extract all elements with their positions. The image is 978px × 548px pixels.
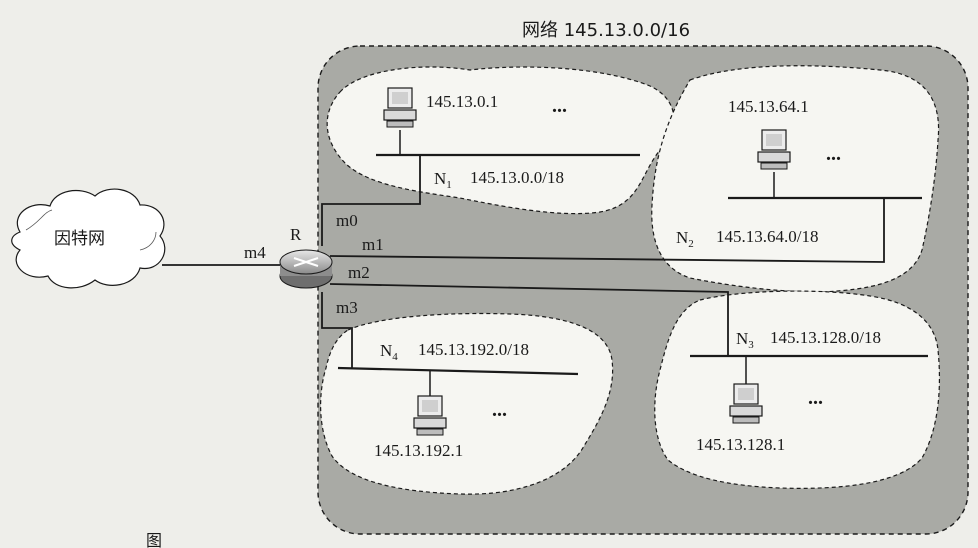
subnet-n1-ellipsis: ... <box>552 95 567 117</box>
link-m2 <box>329 283 729 356</box>
computer-icon <box>729 383 763 424</box>
computer-icon <box>413 395 447 436</box>
network-label: 网络 145.13.0.0/16 <box>522 20 690 41</box>
subnet-n1-label: N1 <box>434 169 452 191</box>
subnet-n3-ellipsis: ... <box>808 387 823 409</box>
router-label: R <box>290 225 302 244</box>
subnet-n3-host-ip: 145.13.128.1 <box>696 435 785 454</box>
figure-caption-fragment: 图 <box>146 531 162 548</box>
internet-label: 因特网 <box>54 229 105 249</box>
subnet-n3-prefix: 145.13.128.0/18 <box>770 328 881 347</box>
subnet-n4-region <box>320 312 614 495</box>
subnet-n2-host-ip: 145.13.64.1 <box>728 97 809 116</box>
link-m0 <box>321 155 421 246</box>
link-m3 <box>321 292 353 368</box>
subnet-n4-host-ip: 145.13.192.1 <box>374 441 463 460</box>
interface-m4-label: m4 <box>244 243 266 262</box>
subnet-n2-region <box>651 65 940 293</box>
interface-m1-label: m1 <box>362 235 384 254</box>
subnet-n1-region <box>326 66 675 215</box>
interface-m3-label: m3 <box>336 298 358 317</box>
computer-icon <box>757 129 791 170</box>
subnet-n3-label: N3 <box>736 329 754 351</box>
router-icon <box>279 249 333 289</box>
subnet-n3-region <box>654 290 941 489</box>
subnet-n2-ellipsis: ... <box>826 143 841 165</box>
link-m1 <box>329 198 885 263</box>
subnet-n2-label: N2 <box>676 228 694 250</box>
subnet-n1-host-ip: 145.13.0.1 <box>426 92 498 111</box>
subnet-n4-prefix: 145.13.192.0/18 <box>418 340 529 359</box>
interface-m0-label: m0 <box>336 211 358 230</box>
subnet-n1-prefix: 145.13.0.0/18 <box>470 168 564 187</box>
internet-cloud: 因特网 <box>11 188 166 289</box>
subnet-n4-bus <box>337 366 579 376</box>
subnet-n4-ellipsis: ... <box>492 399 507 421</box>
computer-icon <box>383 87 417 128</box>
subnet-n2-prefix: 145.13.64.0/18 <box>716 227 818 246</box>
interface-m2-label: m2 <box>348 263 370 282</box>
subnet-n4-label: N4 <box>380 341 398 363</box>
